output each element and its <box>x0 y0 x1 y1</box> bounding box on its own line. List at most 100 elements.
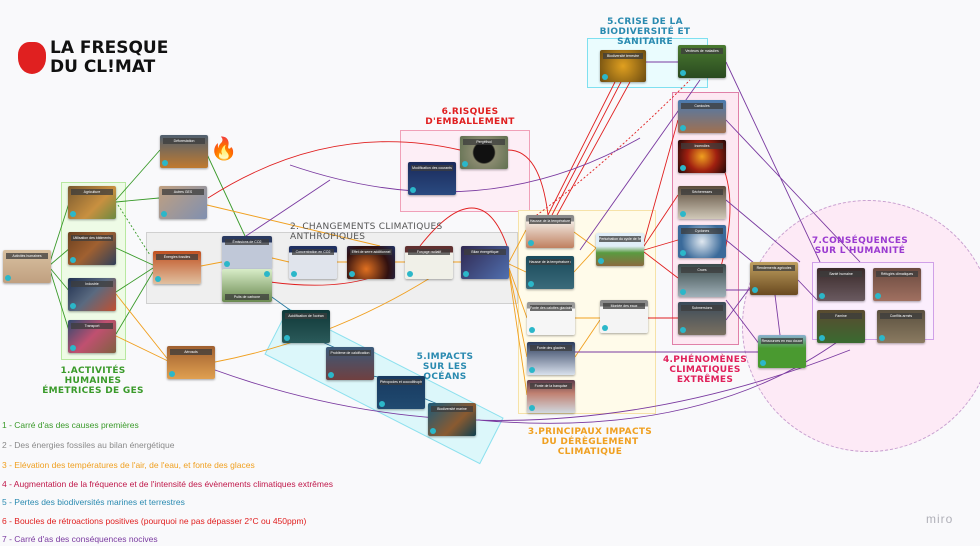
card-batiments[interactable]: Utilisation des bâtiments <box>68 232 116 265</box>
card-title: Ressources en eau douce <box>761 338 803 344</box>
card-rendements-agricoles[interactable]: Rendements agricoles <box>750 262 798 295</box>
card-canicules[interactable]: Canicules <box>678 100 726 133</box>
card-submersions[interactable]: Submersions <box>678 302 726 335</box>
card-title: Perturbation du cycle de l'eau <box>599 236 641 242</box>
card-concentration-co2[interactable]: Concentration en CO2 <box>289 246 337 279</box>
card-cyclones[interactable]: Cyclones <box>678 225 726 258</box>
card-badge-icon <box>760 360 766 366</box>
card-title: Vecteurs de maladies <box>681 48 723 54</box>
card-title: Fonte de la banquise <box>530 383 572 389</box>
card-title: Effet de serre additionnel <box>350 249 392 255</box>
card-pergelisol[interactable]: Pergélisol <box>460 136 508 169</box>
card-badge-icon <box>70 211 76 217</box>
card-secheresses[interactable]: Sécheresses <box>678 186 726 219</box>
card-badge-icon <box>162 160 168 166</box>
card-title: Rendements agricoles <box>753 265 795 271</box>
card-banquise[interactable]: Fonte de la banquise <box>527 380 575 413</box>
card-title: Cyclones <box>681 228 723 234</box>
card-pteropodes[interactable]: Ptéropodes et coccolithophores <box>377 376 425 409</box>
card-energies-fossiles[interactable]: Énergies fossiles <box>153 251 201 284</box>
card-agriculture[interactable]: Agriculture <box>68 186 116 219</box>
card-title: Crues <box>681 267 723 273</box>
card-famine[interactable]: Famine <box>817 310 865 343</box>
card-hausse-temperature[interactable]: Hausse de la température <box>526 215 574 248</box>
card-puits-carbone[interactable]: Puits de carbone <box>222 269 272 302</box>
card-badge-icon <box>680 125 686 131</box>
card-acidification[interactable]: Acidification de l'océan <box>282 310 330 343</box>
card-montee-eaux[interactable]: Montée des eaux <box>600 300 648 333</box>
card-badge-icon <box>155 276 161 282</box>
card-badge-icon <box>875 293 881 299</box>
legend-item-2: 2 - Des énergies fossiles au bilan énerg… <box>2 440 175 450</box>
card-title: Puits de carbone <box>225 294 269 300</box>
card-glaciers[interactable]: Fonte des glaciers <box>527 342 575 375</box>
teal-arrows <box>261 289 441 406</box>
card-title: Concentration en CO2 <box>292 249 334 255</box>
heading-impacts: 3.Principaux impacts du dérèglement clim… <box>527 427 653 457</box>
card-badge-icon <box>529 327 535 333</box>
card-title: Canicules <box>681 103 723 109</box>
card-title: Famine <box>820 313 862 319</box>
card-cycle-eau[interactable]: Perturbation du cycle de l'eau <box>596 233 644 266</box>
card-badge-icon <box>349 271 355 277</box>
card-courants[interactable]: Modification des courants <box>408 162 456 195</box>
card-transport[interactable]: Transport <box>68 320 116 353</box>
card-title: Agriculture <box>71 189 113 195</box>
card-bilan-energetique[interactable]: Bilan énergétique <box>461 246 509 279</box>
card-title: Activités humaines <box>6 253 48 259</box>
card-title: Modification des courants <box>411 165 453 171</box>
campfire-icon: 🔥 <box>210 136 238 161</box>
heading-activites: 1.Activités humaines émetrices de GES <box>42 366 144 396</box>
card-conflits-armes[interactable]: Conflits armés <box>877 310 925 343</box>
card-badge-icon <box>879 335 885 341</box>
card-badge-icon <box>291 271 297 277</box>
card-title: Réfugiés climatiques <box>876 271 918 277</box>
card-title: Transport <box>71 323 113 329</box>
hand-logo-icon <box>18 42 46 74</box>
legend-item-3: 3 - Elévation des températures de l'air,… <box>2 460 255 470</box>
green-arrows <box>49 149 246 335</box>
card-title: Conflits armés <box>880 313 922 319</box>
card-emissions-co2[interactable]: Émissions de CO2 <box>222 236 272 269</box>
card-badge-icon <box>70 257 76 263</box>
card-eau-douce[interactable]: Ressources en eau douce <box>758 335 806 368</box>
card-title: Énergies fossiles <box>156 254 198 260</box>
card-refugies[interactable]: Réfugiés climatiques <box>873 268 921 301</box>
card-aerosols[interactable]: Aérosols <box>167 346 215 379</box>
card-title: Utilisation des bâtiments <box>71 235 113 241</box>
card-badge-icon <box>680 289 686 295</box>
card-biodiversite-terrestre[interactable]: Biodiversité terrestre <box>600 50 646 82</box>
legend-item-7: 7 - Carré d'as des conséquences nocives <box>2 534 158 544</box>
card-deforestation[interactable]: Déforestation <box>160 135 208 168</box>
card-title: Pergélisol <box>463 139 505 145</box>
card-effet-de-serre[interactable]: Effet de serre additionnel <box>347 246 395 279</box>
legend-item-6: 6 - Boucles de rétroactions positives (p… <box>2 516 307 526</box>
card-forcage-radiatif[interactable]: Forçage radiatif <box>405 246 453 279</box>
card-badge-icon <box>169 371 175 377</box>
card-title: Émissions de CO2 <box>225 239 269 245</box>
card-title: Industrie <box>71 281 113 287</box>
card-badge-icon <box>752 287 758 293</box>
card-title: Aérosols <box>170 349 212 355</box>
card-title: Problème de calcification <box>329 350 371 356</box>
card-temperature-eau[interactable]: Hausse de la température de l'eau <box>526 256 574 289</box>
card-autres-ges[interactable]: Autres GES <box>159 186 207 219</box>
card-biodiversite-marine[interactable]: Biodiversité marine <box>428 403 476 436</box>
card-calottes[interactable]: Fonte des calottes glaciaires <box>527 302 575 335</box>
card-vecteurs-maladies[interactable]: Vecteurs de maladies <box>678 45 726 78</box>
card-activites-humaines[interactable]: Activités humaines <box>3 250 51 283</box>
purple-arrows <box>214 61 861 424</box>
heading-extremes: 4.Phénomènes climatiques extrêmes <box>662 355 747 385</box>
card-sante-humaine[interactable]: Santé humaine <box>817 268 865 301</box>
card-badge-icon <box>70 303 76 309</box>
card-title: Fonte des glaciers <box>530 345 572 351</box>
card-crues[interactable]: Crues <box>678 264 726 297</box>
card-industrie[interactable]: Industrie <box>68 278 116 311</box>
card-badge-icon <box>70 345 76 351</box>
card-title: Bilan énergétique <box>464 249 506 255</box>
card-badge-icon <box>602 74 608 80</box>
card-incendies[interactable]: Incendies <box>678 140 726 173</box>
card-calcification[interactable]: Problème de calcification <box>326 347 374 380</box>
